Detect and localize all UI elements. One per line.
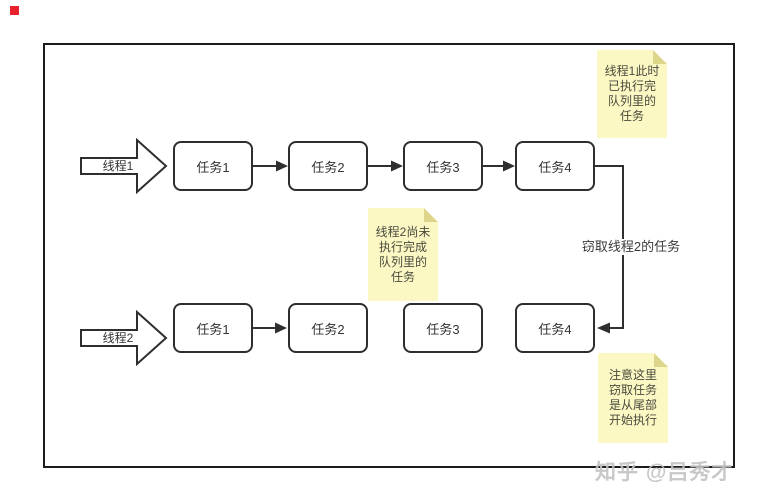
task-box-row1-1: 任务1 bbox=[173, 141, 253, 191]
task-box-row1-4: 任务4 bbox=[515, 141, 595, 191]
thread2-label: 线程2 bbox=[102, 331, 134, 345]
red-marker bbox=[10, 6, 19, 15]
sticky-note-thread2-unfinished: 线程2尚未 执行完成 队列里的 任务 bbox=[368, 208, 438, 301]
diagram-frame bbox=[43, 43, 735, 468]
task-box-row2-2: 任务2 bbox=[288, 303, 368, 353]
task-box-row1-2: 任务2 bbox=[288, 141, 368, 191]
sticky-note-thread1-done: 线程1此时 已执行完 队列里的 任务 bbox=[597, 50, 667, 138]
steal-arrow-label: 窃取线程2的任务 bbox=[577, 239, 685, 255]
thread1-block-arrow-icon bbox=[80, 138, 168, 194]
task-box-row2-1: 任务1 bbox=[173, 303, 253, 353]
thread1-label: 线程1 bbox=[102, 159, 134, 173]
sticky-note-steal-from-tail: 注意这里 窃取任务 是从尾部 开始执行 bbox=[598, 353, 668, 443]
task-box-row1-3: 任务3 bbox=[403, 141, 483, 191]
thread2-block-arrow-icon bbox=[80, 310, 168, 366]
task-box-row2-3: 任务3 bbox=[403, 303, 483, 353]
task-box-row2-4: 任务4 bbox=[515, 303, 595, 353]
watermark-text: 知乎 @吕秀才 bbox=[595, 461, 734, 484]
